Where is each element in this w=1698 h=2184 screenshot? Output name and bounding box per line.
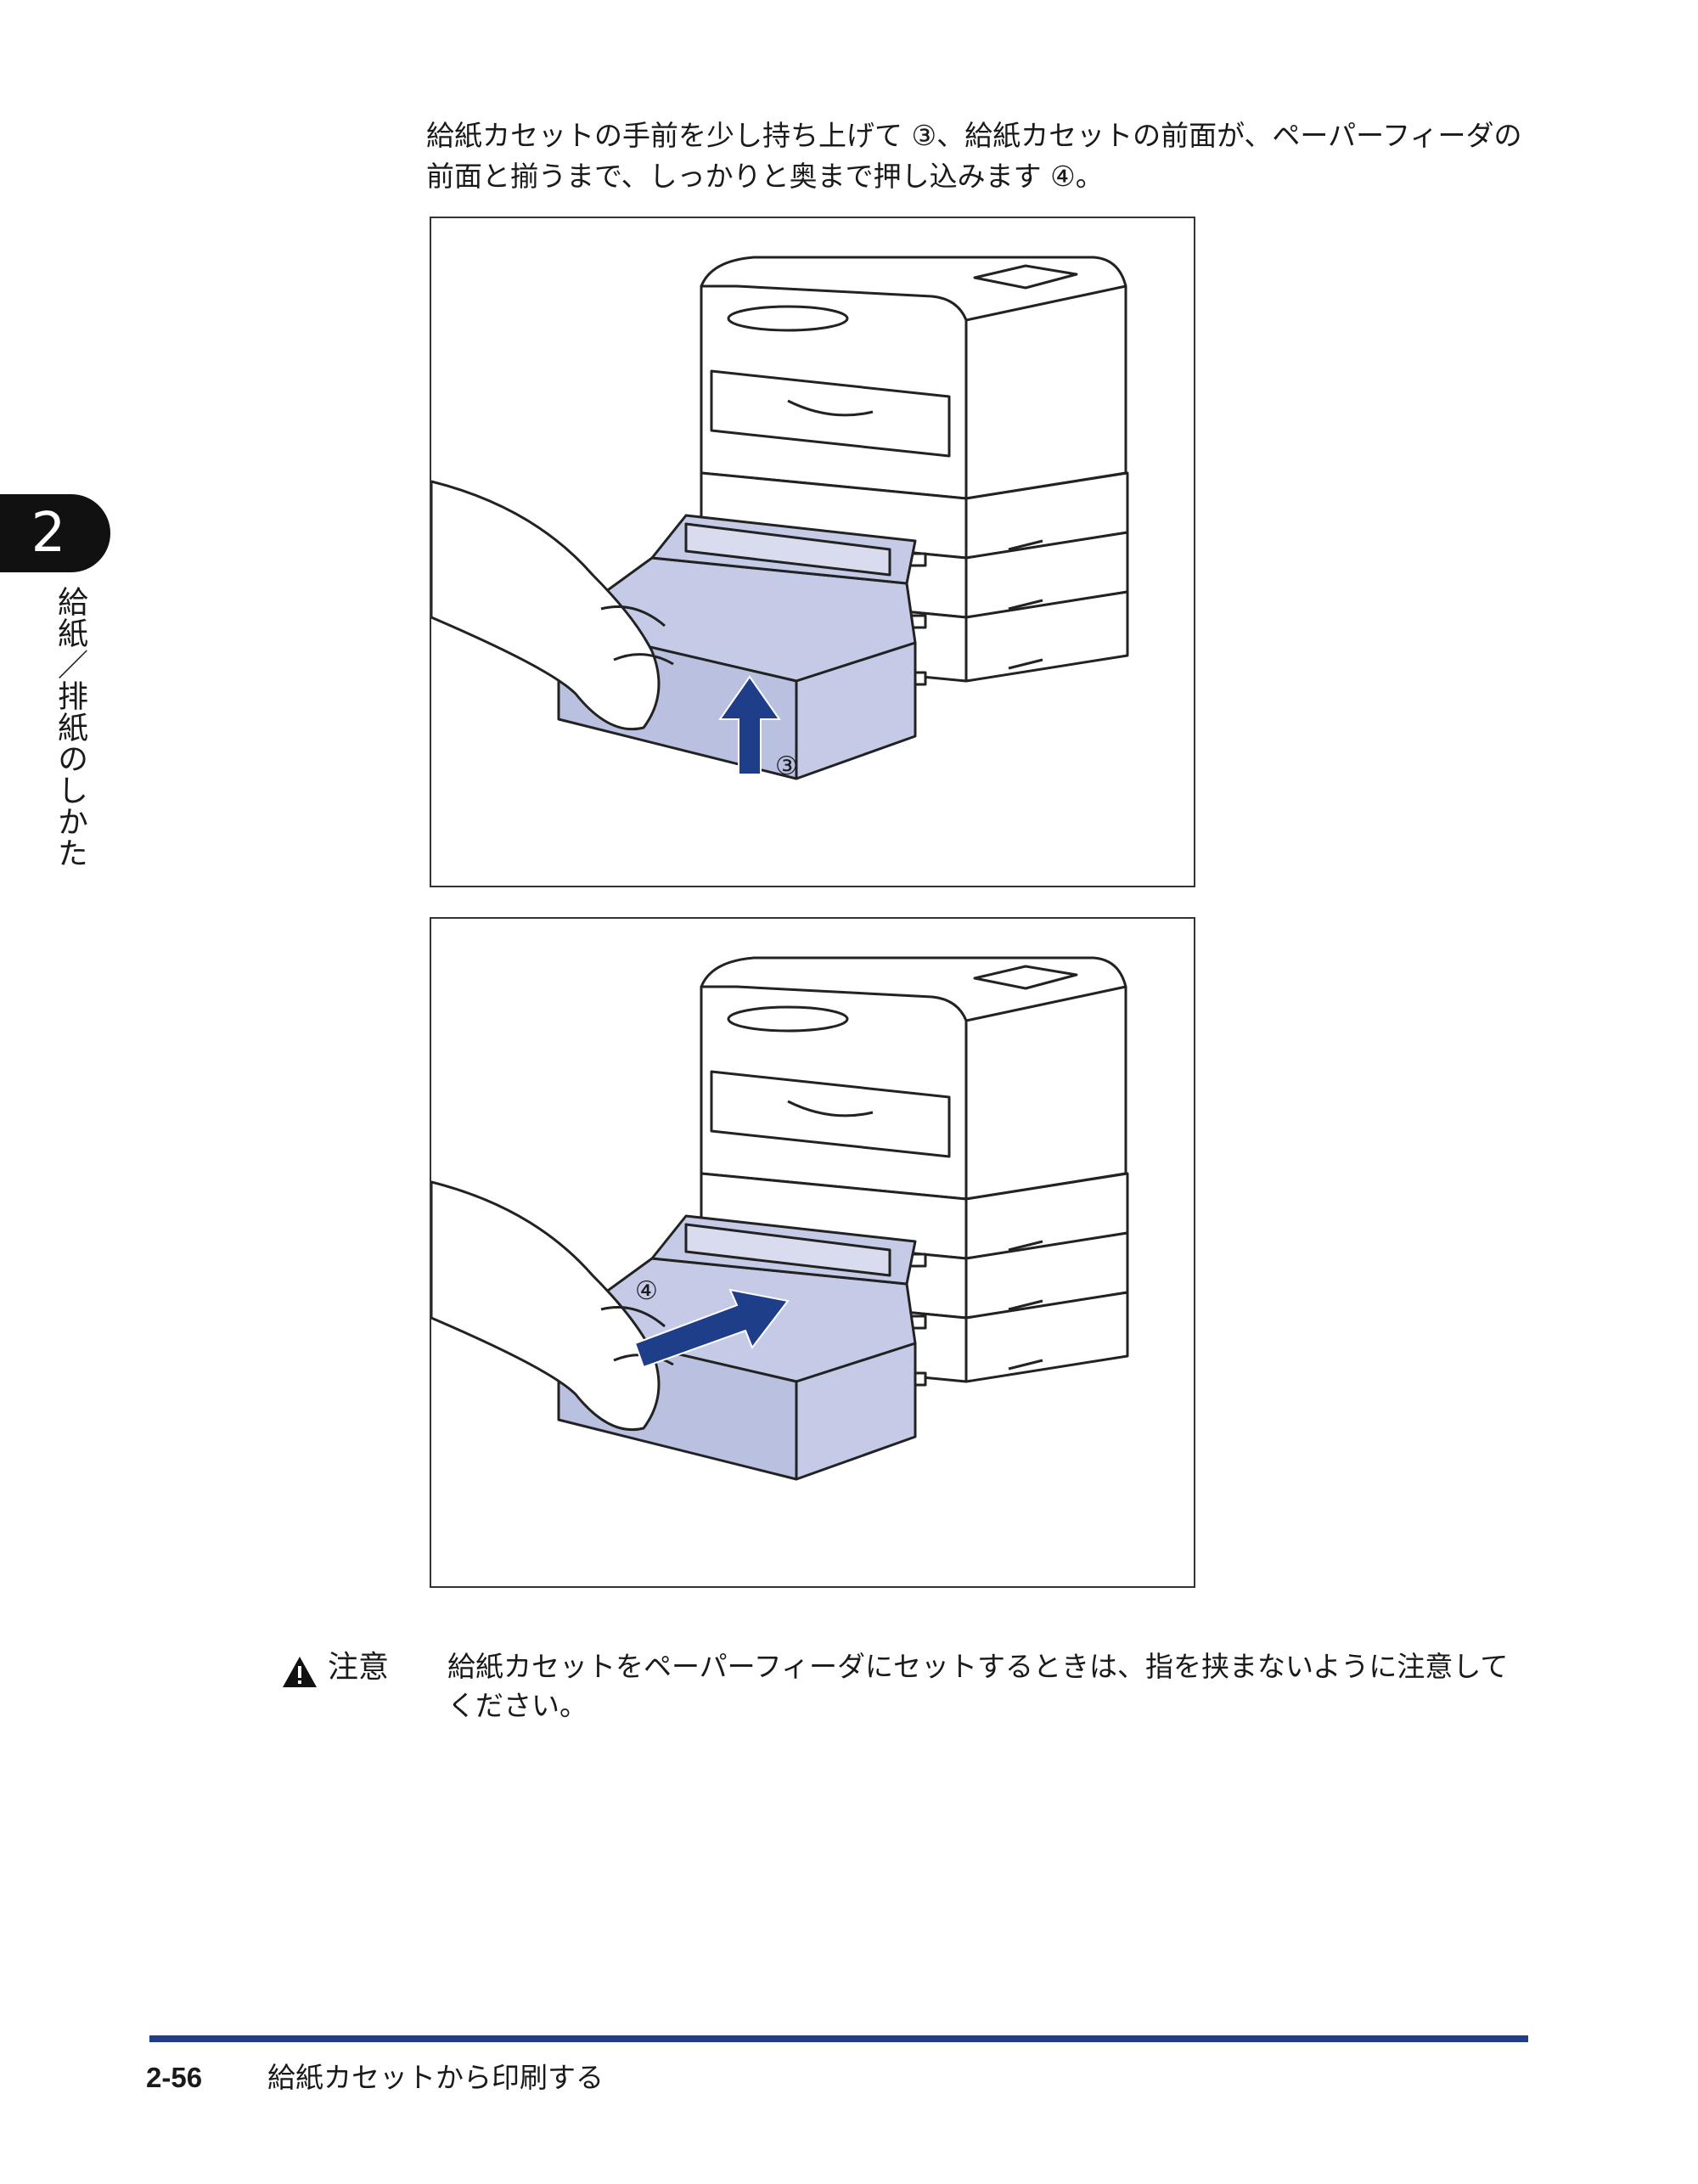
caution-text: 給紙カセットをペーパーフィーダにセットするときは、指を挟まないように注意してくだ…: [447, 1650, 1509, 1722]
chapter-tab: 2: [0, 494, 110, 572]
arrow-push-icon: [633, 1288, 790, 1369]
instruction-text: 給紙カセットの手前を少し持ち上げて ③、給紙カセットの前面が、ペーパーフィーダの…: [426, 119, 1522, 193]
arrow-up-icon: [718, 675, 781, 775]
warning-triangle-icon: [283, 1657, 317, 1687]
illustration-lift-tray: ③: [430, 217, 1195, 887]
printer-lift-illustration: ③: [431, 256, 1129, 781]
footer-title: 給紙カセットから印刷する: [267, 2061, 604, 2094]
step-label: ③: [775, 751, 798, 781]
printer-push-illustration: ④: [431, 956, 1129, 1481]
chapter-number: 2: [31, 502, 66, 565]
chapter-title: 給紙／排紙のしかた: [53, 586, 87, 869]
step-label: ④: [635, 1276, 658, 1306]
illustration-push-tray: ④: [430, 917, 1195, 1588]
page-number: 2-56: [146, 2062, 203, 2093]
footer-rule: [149, 2035, 1528, 2042]
caution-label: 注意: [328, 1650, 390, 1685]
